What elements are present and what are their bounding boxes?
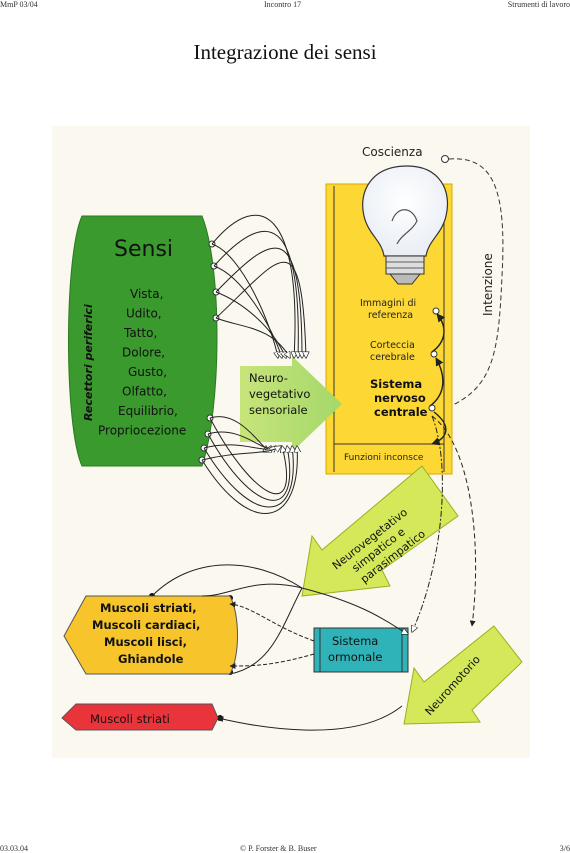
coscienza-loop-arrow	[423, 158, 504, 418]
sensory-down-line	[207, 431, 271, 448]
recettori-label: Recettori periferici	[82, 304, 95, 421]
sensi-title: Sensi	[114, 237, 173, 262]
diagram-figure: Coscienza Intenzione Immagini di referen…	[52, 126, 530, 758]
sensory-up-line	[211, 243, 278, 358]
sensi-item: Gusto,	[128, 365, 167, 379]
neuro-sensoriale-arrow	[240, 356, 342, 452]
sensory-down-line	[203, 444, 276, 449]
ormonale-to-muscoli-2	[229, 653, 315, 669]
sensory-up-line	[215, 291, 286, 358]
ormonale-box	[313, 627, 409, 673]
footer-left: 03.03.04	[0, 844, 28, 853]
sistema-nervoso-label: Sistema nervoso centrale	[370, 377, 430, 419]
header-center: Incontro 17	[264, 0, 302, 9]
lightbulb-icon	[362, 165, 449, 285]
neuro-simpatico-arrow	[301, 465, 459, 597]
muscoli-label: Muscoli striati, Muscoli cardiaci, Musco…	[92, 601, 204, 666]
sensory-down-line	[203, 446, 293, 508]
corteccia-label: Corteccia cerebrale	[370, 340, 418, 363]
simpatico-to-ormonale	[301, 587, 408, 634]
sensi-items-list: Vista, Udito, Tatto, Dolore, Gusto, Olfatto, E…	[98, 287, 186, 438]
neuro-sensoriale-label: Neuro- vegetativo sensoriale	[249, 371, 314, 417]
sensory-down-line	[201, 446, 281, 461]
funzioni-label: Funzioni inconsce	[344, 453, 424, 463]
coscienza-label: Coscienza	[362, 145, 423, 159]
sensi-item: Propriocezione	[98, 424, 186, 438]
immagini-label: Immagini di referenza	[360, 298, 419, 321]
sensi-item: Vista,	[130, 287, 163, 301]
sensory-up-line	[213, 230, 298, 358]
sensi-item: Dolore,	[122, 346, 165, 360]
ormonale-label: Sistema ormonale	[328, 634, 382, 664]
sensory-down-line	[209, 417, 287, 495]
connection-lines	[151, 214, 477, 731]
ormonale-to-muscoli-1	[229, 601, 315, 642]
intenzione-label: Intenzione	[481, 253, 495, 316]
sensory-up-line	[211, 214, 295, 358]
simpatico-to-muscoli-1	[151, 564, 303, 597]
sensi-shape	[68, 215, 218, 467]
simpatico-to-muscoli-3	[229, 587, 303, 675]
simpatico-to-muscoli-2	[201, 583, 303, 597]
neuromotorio-arrow	[403, 625, 523, 725]
sensi-item: Tatto,	[123, 326, 157, 340]
footer-right: 3/6	[559, 844, 570, 853]
sensory-up-line	[215, 247, 302, 358]
snc-to-ormonale	[412, 415, 443, 632]
coscienza-node	[441, 155, 449, 163]
header-left: MmP 03/04	[0, 0, 38, 9]
snc-node	[428, 404, 436, 412]
header-right: Strumenti di lavoro	[507, 0, 570, 9]
sensi-item: Olfatto,	[122, 385, 167, 399]
immagini-node	[432, 307, 440, 315]
corteccia-node	[430, 350, 438, 358]
sensi-item: Equilibrio,	[118, 404, 178, 418]
sensory-down-line	[201, 446, 297, 514]
snc-to-neuromotorio	[431, 415, 477, 627]
sensory-up-line	[213, 265, 282, 358]
sensi-item: Udito,	[126, 307, 162, 321]
neuromotorio-to-striati	[217, 705, 403, 731]
footer-center: © P. Forster & B. Buser	[240, 844, 317, 853]
sensory-up-line	[215, 261, 306, 358]
sensory-up-line	[215, 317, 290, 358]
sensory-down-line	[207, 433, 290, 501]
page-title: Integrazione dei sensi	[193, 40, 377, 64]
snc-arrow-up-2	[429, 357, 444, 407]
muscoli-striati-label: Muscoli striati	[90, 712, 170, 726]
snc-arrow-up-1	[431, 313, 446, 353]
